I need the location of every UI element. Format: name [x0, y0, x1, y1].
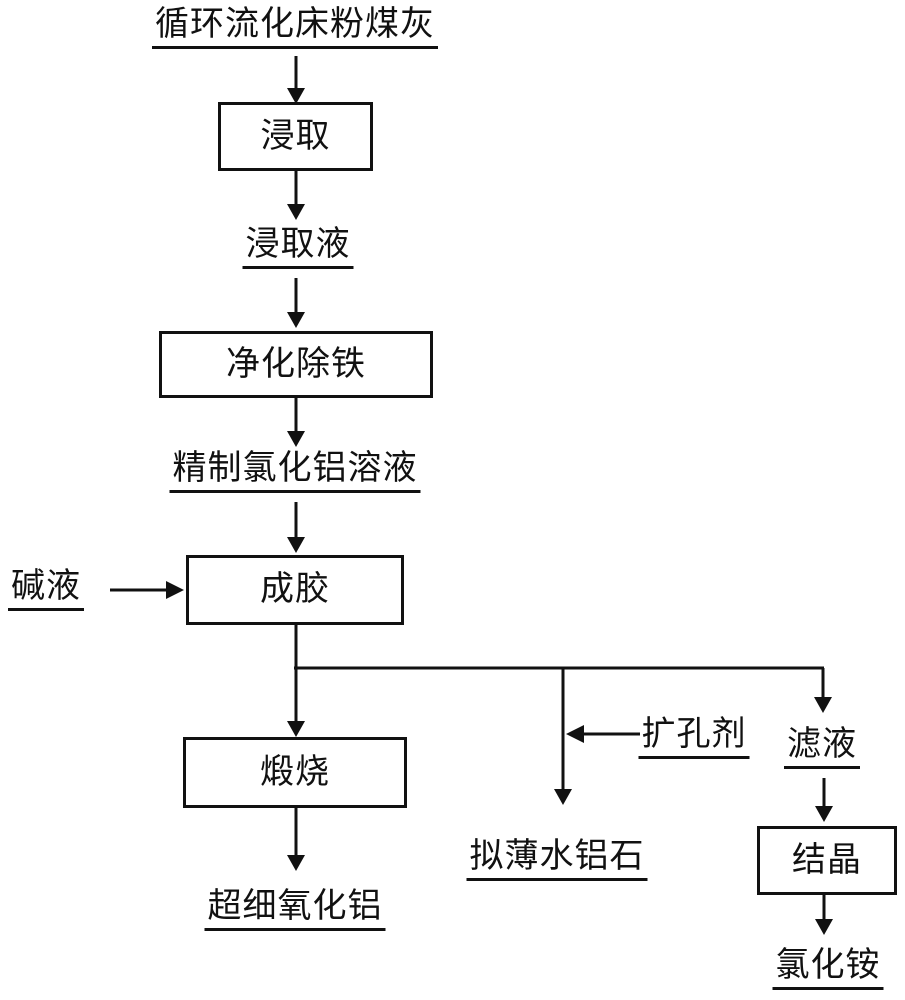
process-box-calcine: 煅烧 [183, 737, 407, 808]
label-filtrate: 滤液 [784, 725, 860, 770]
arrow-leach-to-leachate [287, 170, 305, 220]
label-ultrafine-alumina: 超细氧化铝 [204, 887, 386, 932]
arrow-calcine-to-ultrafine [287, 807, 305, 871]
label-leachate: 浸取液 [242, 225, 354, 270]
arrow-filtrate-to-crystallize [815, 778, 833, 822]
arrow-purify-to-refined [287, 397, 305, 447]
arrow-branch-to-filtrate [814, 668, 832, 713]
process-box-crystallize: 结晶 [757, 826, 897, 895]
arrow-refined-to-gel [287, 502, 305, 553]
label-purify: 净化除铁 [226, 344, 366, 383]
arrow-pore-agent-to-branch [566, 725, 640, 743]
arrow-leachate-to-purify [287, 278, 305, 328]
label-crystallize: 结晶 [792, 840, 862, 879]
arrow-crystallize-to-ammonium [815, 894, 833, 935]
label-gel: 成胶 [260, 570, 330, 609]
label-source: 循环流化床粉煤灰 [152, 5, 438, 50]
arrow-alkali-to-gel [110, 581, 184, 599]
label-refined-solution: 精制氯化铝溶液 [169, 449, 421, 494]
arrow-branch-to-calcine [287, 668, 305, 737]
arrow-source-to-leach [287, 56, 305, 104]
label-calcine: 煅烧 [260, 752, 330, 791]
label-pore-agent: 扩孔剂 [638, 715, 750, 760]
label-ammonium-chloride: 氯化铵 [772, 946, 884, 991]
arrow-branch-to-pseudoboehmite [554, 668, 572, 805]
process-box-purify: 净化除铁 [159, 331, 433, 398]
process-box-leach: 浸取 [218, 102, 373, 171]
label-pseudoboehmite: 拟薄水铝石 [466, 837, 648, 882]
process-box-gel: 成胶 [186, 555, 404, 625]
label-alkali: 碱液 [8, 567, 84, 612]
branch-rail [294, 624, 824, 670]
label-leach: 浸取 [260, 116, 331, 155]
